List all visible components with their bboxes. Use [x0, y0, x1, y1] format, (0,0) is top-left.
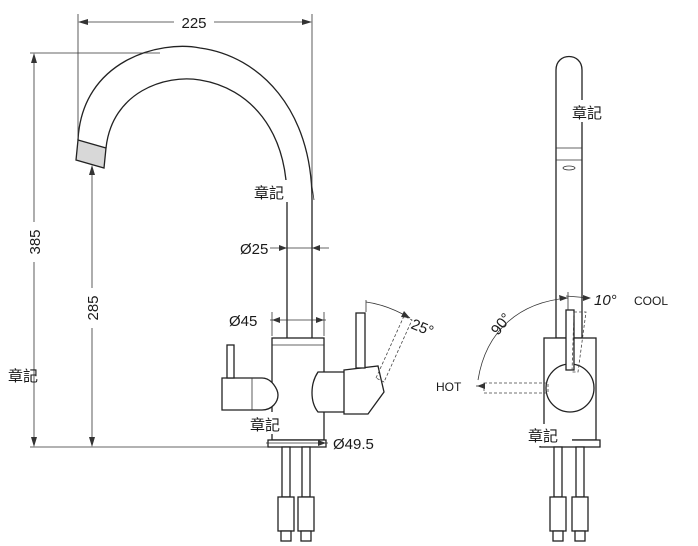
dim-d45-arrow-left	[272, 317, 280, 323]
dim-d25-label: Ø25	[240, 241, 268, 258]
dim-10deg-label: 10°	[594, 292, 617, 309]
dim-285-label: 285	[85, 295, 102, 320]
dim-d495-label: Ø49.5	[333, 436, 374, 453]
side-lever-cool-ghost	[571, 311, 587, 373]
side-hot-arrow	[477, 383, 485, 389]
spout-nozzle	[75, 139, 107, 169]
stamp-bg-4	[570, 100, 616, 122]
dim-d25-arrow-left	[279, 245, 287, 251]
left-handle-stub	[221, 377, 279, 411]
side-end-right	[574, 530, 586, 542]
dim-25deg-arrow	[401, 311, 410, 318]
dim-385-label: 385	[27, 229, 44, 254]
stamp-text-5: 章記	[528, 427, 558, 445]
dim-d25-arrow-right	[312, 245, 320, 251]
side-spout-outlet	[562, 165, 576, 171]
side-spout-pipe	[555, 55, 583, 339]
dim-90deg-arrow-top	[559, 295, 568, 301]
hot-label: HOT	[436, 380, 462, 394]
dim-385-label-bg	[24, 222, 44, 262]
stamp-text-2: 章記	[250, 416, 280, 434]
stamp-bg-5	[526, 424, 572, 446]
cool-label: COOL	[634, 294, 668, 308]
side-view: 90° 10° COOL HOT	[436, 55, 668, 542]
stamp-text-3: 章記	[8, 367, 38, 385]
dim-10deg-arrow	[583, 295, 591, 301]
hose-fitting-left	[277, 496, 295, 532]
spout-tick	[311, 185, 315, 201]
hose-right	[301, 446, 311, 498]
dim-285-label-bg	[82, 288, 102, 328]
hose-left	[281, 446, 291, 498]
dim-225-arrow-left	[78, 19, 88, 25]
dim-d495-arrow-right	[318, 440, 326, 446]
hose-fitting-right	[297, 496, 315, 532]
front-view: 225 385 285 Ø25 Ø45 Ø49.5	[24, 12, 436, 542]
dim-385-arrow-bottom	[31, 437, 37, 447]
stamp-bg-1	[252, 180, 298, 202]
dim-285-arrow-top	[89, 165, 95, 175]
hose-end-left	[280, 530, 292, 542]
left-stub-pin	[226, 344, 235, 379]
dim-d45-label: Ø45	[229, 313, 257, 330]
stamp-text-4: 章記	[572, 104, 602, 122]
dim-225-label-bg	[174, 12, 214, 32]
side-end-left	[552, 530, 564, 542]
dim-385-arrow-top	[31, 53, 37, 63]
spout-outer-edge	[77, 45, 313, 340]
dim-90deg-label: 90°	[488, 310, 515, 338]
dim-225-arrow-right	[302, 19, 312, 25]
stamp-bg-2	[248, 412, 294, 434]
side-fitting-left	[549, 496, 567, 532]
dim-285-arrow-bottom	[89, 437, 95, 447]
lever-cap	[343, 365, 385, 415]
dim-25deg-label: 25°	[409, 316, 436, 340]
lever-tilted-outline	[375, 315, 413, 383]
side-hose-left	[553, 446, 563, 498]
stamp-text-1: 章記	[254, 184, 284, 202]
spout-inner-edge	[105, 78, 288, 340]
side-hose-right	[575, 446, 585, 498]
lever-housing	[311, 371, 351, 413]
dim-d45-arrow-right	[316, 317, 324, 323]
base-plate	[267, 439, 327, 448]
lever-handle	[355, 312, 366, 369]
side-lever-hub	[545, 363, 595, 413]
side-fitting-right	[571, 496, 589, 532]
dim-225-label: 225	[181, 15, 206, 32]
side-lever-handle	[565, 309, 575, 371]
dim-90deg-arc	[477, 297, 569, 381]
hose-end-right	[300, 530, 312, 542]
side-lever-hot-ghost	[483, 382, 549, 394]
